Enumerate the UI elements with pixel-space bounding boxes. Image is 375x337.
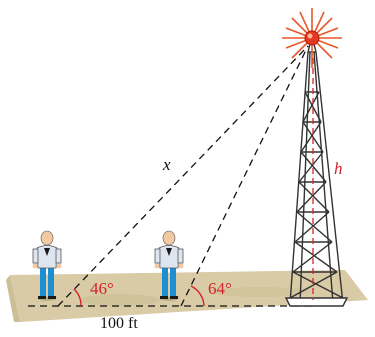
sight-line-near — [180, 45, 309, 307]
angle-arc-46 — [73, 288, 82, 307]
observer-near-icon — [154, 230, 184, 301]
sight-line-x — [57, 45, 309, 307]
observer-far-icon — [32, 230, 62, 301]
label-angle-64: 64° — [208, 279, 232, 298]
label-angle-46: 46° — [90, 279, 114, 298]
label-x: x — [162, 155, 171, 174]
ground-plane — [6, 270, 368, 322]
label-distance: 100 ft — [100, 315, 138, 332]
beacon-light-icon — [282, 8, 342, 68]
angle-arc-64 — [190, 285, 205, 307]
label-h: h — [334, 159, 343, 178]
